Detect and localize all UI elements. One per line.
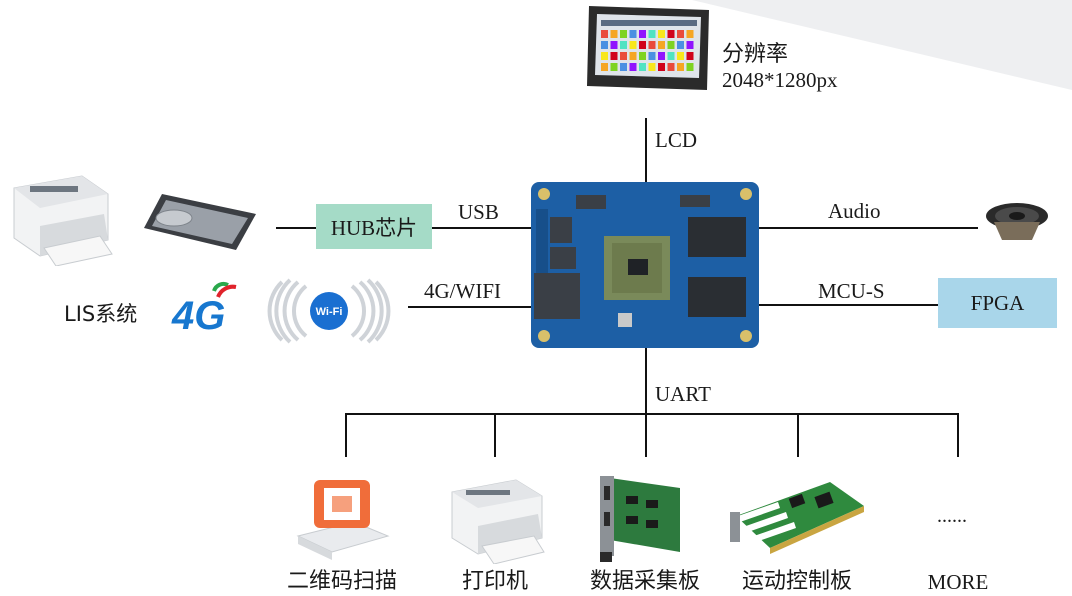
display-tile — [648, 41, 656, 49]
display-tile — [677, 52, 684, 60]
keyboard-mouse-icon — [144, 194, 256, 250]
bus-drop-1 — [345, 413, 347, 457]
uart-bus — [345, 413, 959, 415]
bus-drop-4 — [797, 413, 799, 457]
display-tile — [648, 63, 656, 71]
wireless-label: 4G/WIFI — [424, 279, 501, 303]
display-tile — [677, 41, 684, 49]
bus-drop-3 — [645, 413, 647, 457]
display-tile — [667, 41, 675, 49]
display-tile — [648, 52, 656, 60]
printer-label: 打印机 — [461, 569, 528, 594]
display-tile — [658, 41, 665, 49]
display-tile — [629, 52, 637, 60]
display-panel-icon — [587, 6, 709, 90]
mcu-label: MCU-S — [818, 279, 885, 303]
daq-card-icon — [600, 476, 680, 562]
display-tile — [639, 30, 646, 38]
display-tile — [601, 63, 608, 71]
mcu-connector — [758, 304, 938, 306]
display-tile — [686, 30, 694, 38]
lcd-label: LCD — [655, 128, 697, 152]
uart-label: UART — [655, 382, 711, 406]
display-tile — [629, 63, 637, 71]
usb-label: USB — [458, 200, 499, 224]
usb-connector — [432, 227, 532, 229]
display-tile — [629, 30, 637, 38]
hub-chip-label: HUB芯片 — [330, 215, 418, 240]
speaker-icon — [986, 203, 1048, 240]
display-tile — [639, 52, 646, 60]
display-tile — [658, 30, 665, 38]
display-tile — [686, 63, 694, 71]
display-tile — [677, 63, 684, 71]
cpu-board-icon — [531, 182, 759, 348]
display-tile — [620, 63, 627, 71]
display-tile — [620, 52, 627, 60]
display-tile — [620, 30, 627, 38]
resolution-value: 2048*1280px — [722, 68, 838, 92]
fourg-logo-icon: 4G — [171, 281, 237, 333]
motion-control-label: 运动控制板 — [741, 569, 852, 594]
fourg-logo-text: 4G — [171, 294, 225, 333]
uart-connector — [645, 346, 647, 414]
lcd-connector — [645, 118, 647, 182]
display-tile — [648, 30, 656, 38]
display-tile — [686, 41, 694, 49]
fpga-box: FPGA — [938, 278, 1057, 328]
display-tile — [686, 52, 694, 60]
motion-control-card-icon — [730, 482, 864, 554]
lis-system-label: LIS系统 — [64, 302, 138, 326]
wireless-connector — [408, 306, 532, 308]
more-ellipsis: ...... — [937, 505, 967, 527]
display-tile — [639, 41, 646, 49]
display-tile — [639, 63, 646, 71]
display-tile — [610, 52, 618, 60]
display-tile — [667, 30, 675, 38]
hub-chip-box: HUB芯片 — [316, 204, 432, 249]
daq-board-label: 数据采集板 — [589, 569, 700, 594]
display-tile — [658, 63, 665, 71]
bus-drop-2 — [494, 413, 496, 457]
wifi-signal-icon: Wi-Fi — [267, 278, 391, 344]
usb-connector-left — [276, 227, 316, 229]
wifi-logo-text: Wi-Fi — [316, 306, 343, 318]
display-tile — [601, 52, 608, 60]
qr-scanner-label: 二维码扫描 — [286, 569, 397, 594]
display-tile — [667, 52, 675, 60]
corner-decoration — [692, 0, 1072, 90]
bottom-printer-icon — [451, 479, 545, 564]
display-tile — [620, 41, 627, 49]
display-tile — [601, 30, 608, 38]
printer-icon — [13, 175, 113, 266]
bus-drop-5 — [957, 413, 959, 457]
qr-scanner-icon — [296, 480, 390, 560]
display-tile — [667, 63, 675, 71]
display-tile — [658, 52, 665, 60]
resolution-label: 分辨率 — [722, 42, 789, 67]
display-tile — [610, 30, 618, 38]
display-tile — [601, 41, 608, 49]
fpga-label: FPGA — [970, 290, 1025, 315]
display-tile — [629, 41, 637, 49]
audio-connector — [758, 227, 978, 229]
display-tile — [677, 30, 684, 38]
more-label: MORE — [927, 570, 989, 594]
audio-label: Audio — [828, 199, 881, 223]
display-tile — [610, 63, 618, 71]
display-tile — [610, 41, 618, 49]
